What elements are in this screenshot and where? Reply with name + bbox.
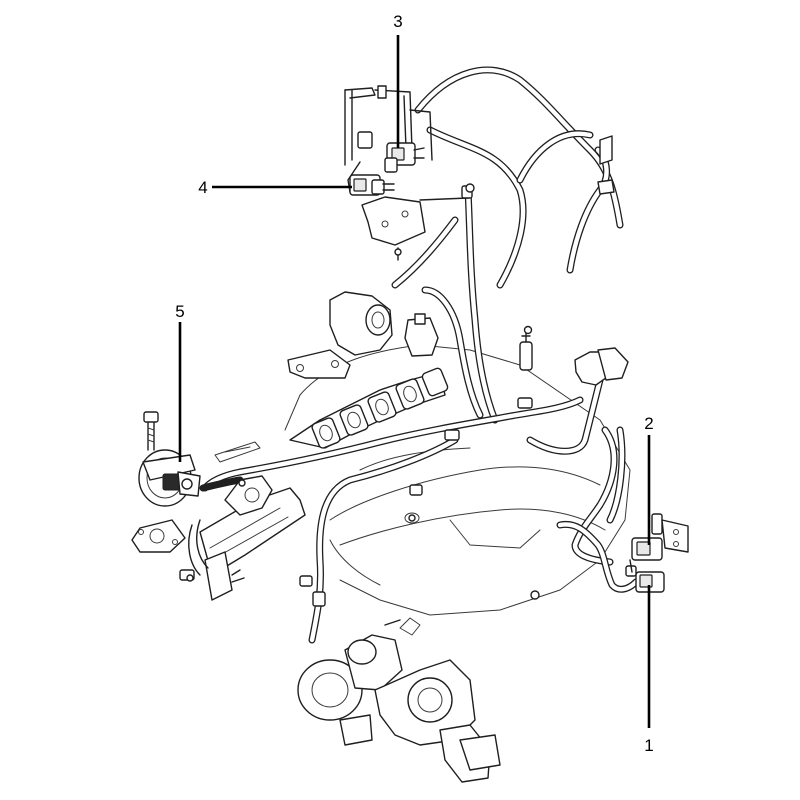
upper-solenoid-bracket — [344, 85, 473, 261]
engine-block — [284, 344, 631, 616]
solenoid-valve-1 — [625, 559, 665, 593]
fasteners — [186, 183, 540, 607]
turbocharger — [297, 617, 501, 783]
callout-4-label: 4 — [198, 178, 207, 197]
right-connectors — [519, 135, 629, 386]
solenoid-valve-3 — [384, 142, 425, 173]
callout-3-label: 3 — [393, 12, 402, 31]
exhaust-manifold — [289, 367, 449, 449]
solenoid-valve-4 — [349, 174, 395, 196]
solenoid-valve-2 — [631, 513, 689, 561]
callout-1-label: 1 — [644, 736, 653, 755]
manifold-gasket — [214, 441, 261, 463]
callout-2-label: 2 — [644, 414, 653, 433]
callout-5-label: 5 — [175, 302, 184, 321]
water-outlet-housing — [287, 291, 439, 379]
egr-valve-5 — [131, 411, 201, 553]
egr-pipe-assembly — [179, 475, 306, 601]
